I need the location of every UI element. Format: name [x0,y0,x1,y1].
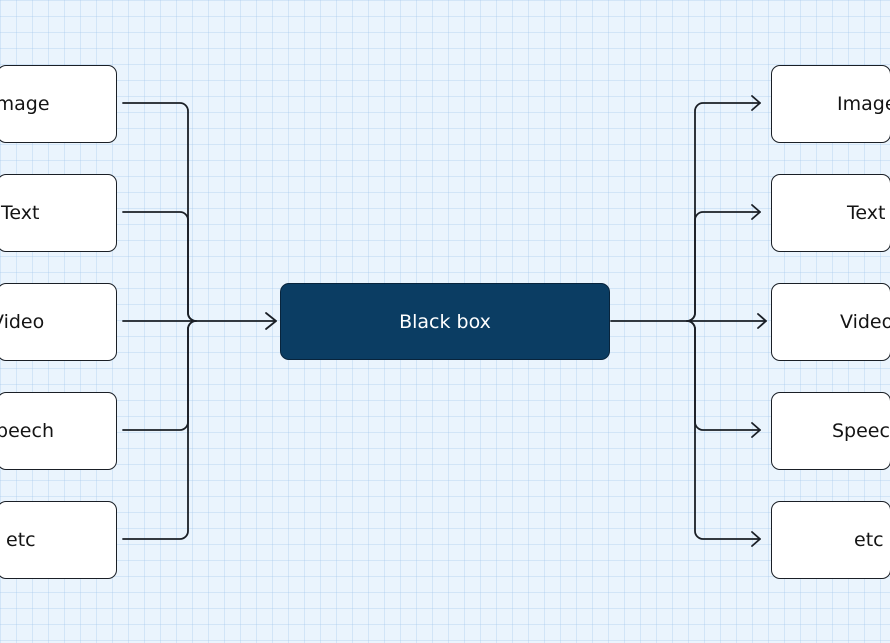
output-node-label: Image [837,93,890,115]
input-node-label: Video [0,311,45,333]
output-node-label: Text [847,202,886,224]
input-node-label: Text [1,202,40,224]
input-node-video: Video [0,283,117,361]
output-arrowhead-speech [751,422,761,438]
output-arrowhead-image [751,95,761,111]
input-node-image: Image [0,65,117,143]
output-arrowhead-text [751,204,761,220]
input-node-speech: Speech [0,392,117,470]
input-node-etc: etc [0,501,117,579]
output-connector-text [686,211,761,322]
output-connector-etc [686,320,761,540]
output-node-etc: etc [771,501,890,579]
black-box-label: Black box [399,310,491,333]
input-node-label: etc [6,529,36,551]
input-arrowhead [265,312,277,330]
black-box-node: Black box [280,283,610,360]
output-arrowhead-etc [751,531,761,547]
output-arrowhead-video [757,313,767,329]
output-node-video: Video [771,283,890,361]
output-node-label: etc [854,529,884,551]
output-node-label: Video [840,311,890,333]
output-connector-speech [686,320,761,431]
input-connector-etc [122,320,197,540]
input-node-label: Image [0,93,50,115]
input-node-label: Speech [0,420,54,442]
output-node-image: Image [771,65,890,143]
input-connector-text [122,211,197,322]
output-node-label: Speech [832,420,890,442]
input-connector-speech [122,320,197,431]
output-node-text: Text [771,174,890,252]
output-node-speech: Speech [771,392,890,470]
input-node-text: Text [0,174,117,252]
